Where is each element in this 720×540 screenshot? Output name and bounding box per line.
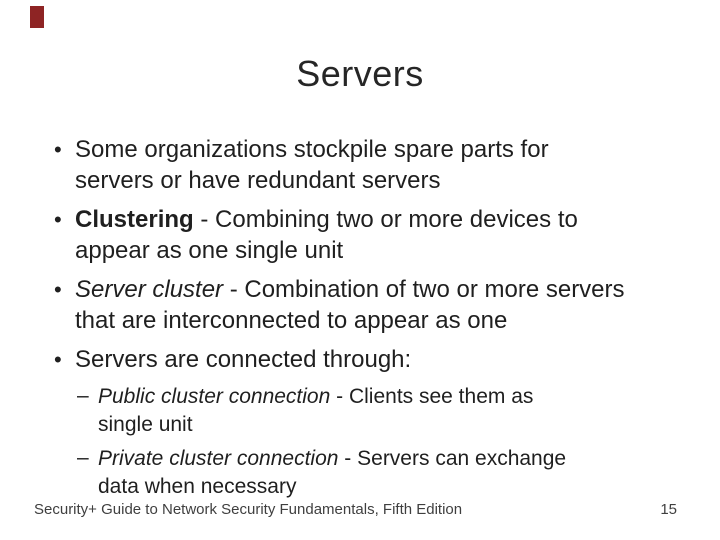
slide-body: • Some organizations stockpile spare part… bbox=[40, 134, 688, 507]
accent-mark bbox=[30, 6, 44, 28]
slide-title: Servers bbox=[296, 53, 424, 94]
bullet-text: Public cluster connection - Clients see … bbox=[98, 385, 534, 436]
page-number: 15 bbox=[660, 501, 677, 518]
bullet-text: Private cluster connection - Servers can… bbox=[98, 447, 567, 498]
bullet-item: –Public cluster connection - Clients see… bbox=[40, 383, 688, 439]
bullet-dot-icon: • bbox=[54, 277, 62, 302]
footer-text: Security+ Guide to Network Security Fund… bbox=[34, 501, 463, 518]
bullet-dot-icon: • bbox=[54, 347, 62, 372]
bullet-dash-icon: – bbox=[77, 384, 89, 407]
bullet-item: • Server cluster - Combination of two or … bbox=[40, 274, 688, 336]
bullet-text: Servers are connected through: bbox=[75, 346, 412, 373]
bullet-item: • Clustering - Combining two or more devi… bbox=[40, 204, 688, 266]
bullet-dot-icon: • bbox=[54, 207, 62, 232]
bullet-item: • Some organizations stockpile spare part… bbox=[40, 134, 688, 196]
bullet-text: Server cluster - Combination of two or m… bbox=[75, 276, 625, 334]
bullet-list: • Some organizations stockpile spare part… bbox=[40, 134, 688, 501]
bullet-dash-icon: – bbox=[77, 446, 89, 469]
bullet-item: • Servers are connected through: bbox=[40, 344, 688, 375]
bullet-item: –Private cluster connection - Servers ca… bbox=[40, 445, 688, 501]
bullet-dot-icon: • bbox=[54, 137, 62, 162]
bullet-text: Some organizations stockpile spare parts… bbox=[75, 136, 549, 194]
bullet-text: Clustering - Combining two or more devic… bbox=[75, 206, 578, 264]
